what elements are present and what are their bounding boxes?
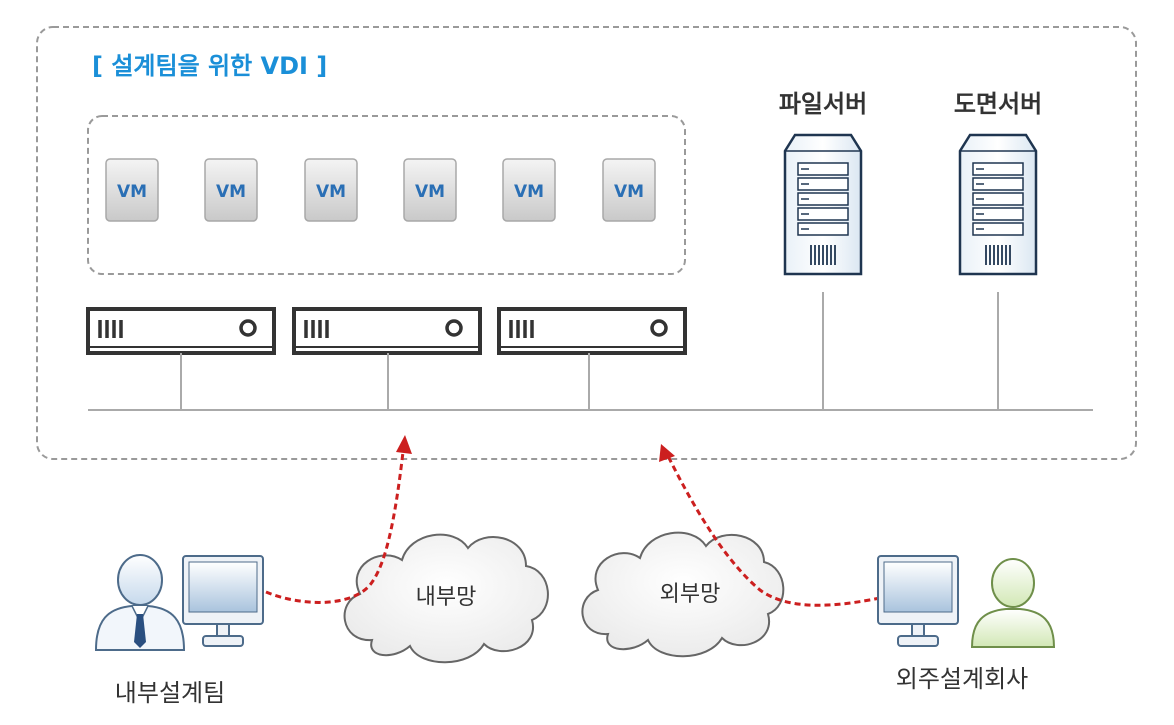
arrowhead [396, 435, 412, 454]
internal-team-label: 내부설계팀 [115, 679, 225, 707]
svg-text:VM: VM [514, 182, 544, 202]
business-user-icon [94, 554, 186, 651]
vm-pool-boundary [87, 115, 686, 275]
vm-list: VM VM VM VM VM VM [105, 158, 656, 222]
svg-text:VM: VM [316, 182, 346, 202]
vdi-outer-boundary [36, 26, 1137, 460]
rack-slots-icon [98, 320, 123, 338]
vm-box: VM [602, 158, 656, 222]
arrowhead [659, 444, 675, 462]
host-server [86, 307, 276, 355]
drawing-server-label: 도면서버 [954, 90, 1042, 118]
power-button-icon [445, 319, 463, 337]
internal-network-cloud: 내부망 [343, 533, 549, 664]
power-button-icon [239, 319, 257, 337]
rack-slots-icon [304, 320, 329, 338]
drawing-server-icon [958, 133, 1038, 276]
svg-text:VM: VM [216, 182, 246, 202]
external-connection-arrow [666, 455, 881, 607]
host-server [292, 307, 482, 355]
connection-arrows [265, 451, 881, 607]
file-server-label: 파일서버 [779, 90, 867, 118]
cloud-label: 내부망 [416, 585, 477, 610]
svg-text:VM: VM [415, 182, 445, 202]
svg-text:VM: VM [117, 182, 147, 202]
file-server-icon [783, 133, 863, 276]
vm-box: VM [105, 158, 159, 222]
svg-text:VM: VM [614, 182, 644, 202]
network-lines [88, 292, 1093, 411]
computer-monitor-icon [182, 555, 264, 647]
vm-box: VM [304, 158, 358, 222]
computer-monitor-icon [877, 555, 959, 647]
internal-connection-arrow [265, 451, 405, 604]
cloud-label: 외부망 [660, 582, 721, 607]
external-user-icon [970, 558, 1056, 648]
vm-box: VM [204, 158, 258, 222]
rack-slots-icon [509, 320, 534, 338]
vm-box: VM [403, 158, 457, 222]
external-company-label: 외주설계회사 [896, 665, 1028, 693]
power-button-icon [650, 319, 668, 337]
host-server [497, 307, 687, 355]
diagram-title: [ 설계팀을 위한 VDI ] [92, 52, 327, 80]
vm-box: VM [502, 158, 556, 222]
external-network-cloud: 외부망 [581, 531, 785, 658]
